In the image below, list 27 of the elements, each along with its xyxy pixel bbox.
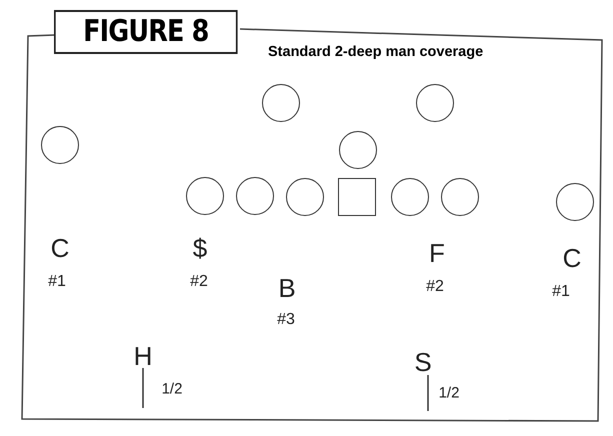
depth-fraction: 1/2 <box>438 386 460 400</box>
player-circle <box>391 178 429 216</box>
player-circle <box>41 126 79 164</box>
position-letter: F <box>429 240 445 266</box>
coverage-number: #3 <box>277 312 295 328</box>
position-letter: $ <box>192 235 208 261</box>
position-letter: S <box>414 349 432 375</box>
player-circle <box>236 177 274 215</box>
position-letter: C <box>50 235 70 261</box>
player-circle <box>286 178 324 216</box>
coverage-number: #2 <box>426 279 444 295</box>
player-circle <box>556 183 594 221</box>
figure-title: FIGURE 8 <box>54 10 238 54</box>
depth-fraction: 1/2 <box>162 382 182 396</box>
player-circle <box>416 84 454 122</box>
coverage-number: #1 <box>48 274 66 290</box>
player-circle <box>186 177 224 215</box>
coverage-number: #1 <box>552 284 570 300</box>
player-circle <box>441 178 479 216</box>
position-letter: C <box>562 245 582 271</box>
center-square <box>338 178 376 216</box>
position-letter: B <box>278 275 296 301</box>
coverage-number: #2 <box>190 274 208 290</box>
player-circle <box>262 84 300 122</box>
player-circle <box>339 131 377 169</box>
position-letter: H <box>134 343 152 369</box>
diagram-subtitle: Standard 2-deep man coverage <box>268 44 484 60</box>
